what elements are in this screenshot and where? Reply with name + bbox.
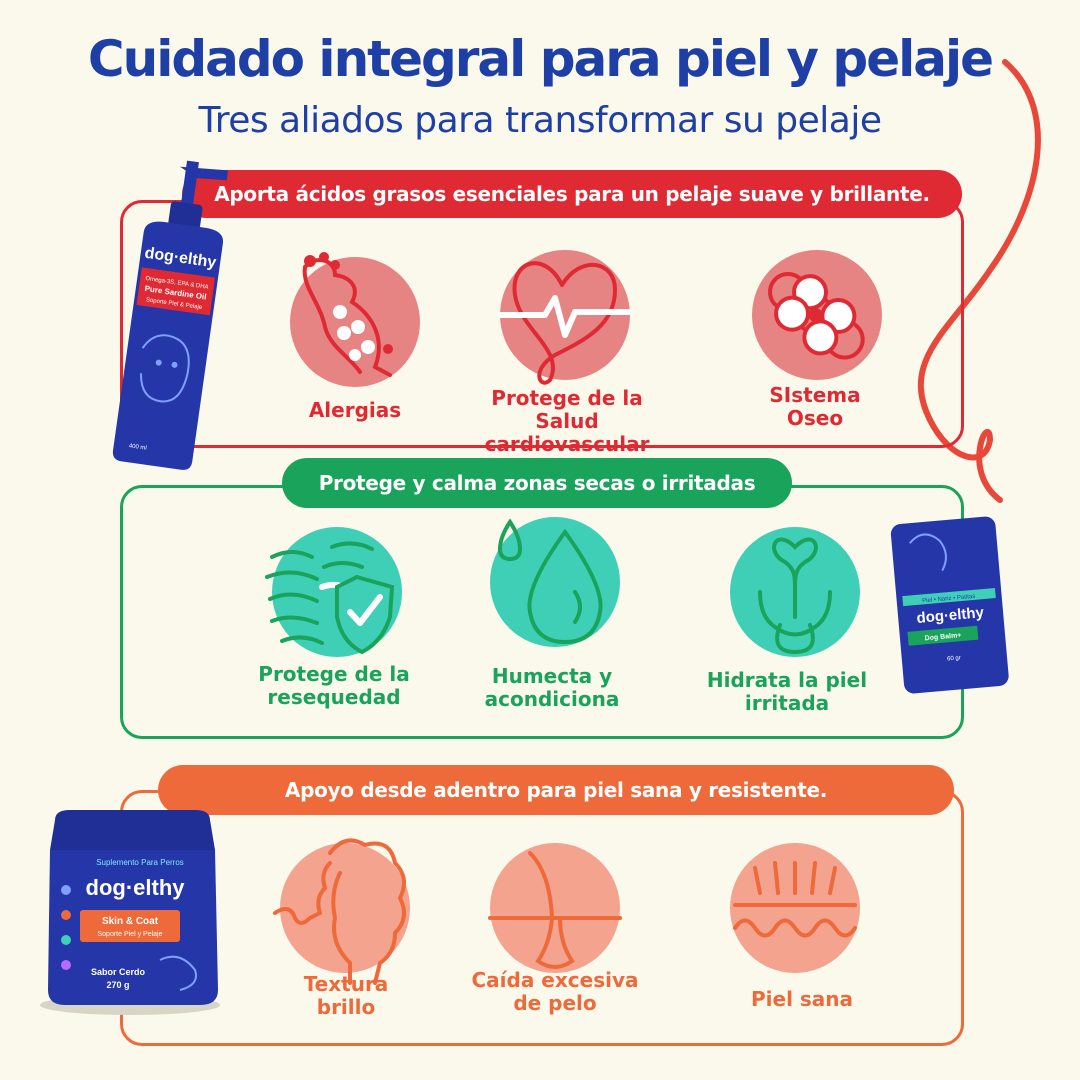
jar-line2: Soporte Piel y Pelaje [98, 931, 163, 938]
water-drops-icon [497, 518, 603, 645]
bone-icon-circle [752, 250, 882, 380]
benefit-label-cardio: Protege de la Salud cardiovascular [484, 386, 650, 456]
dog-balm-stick: Piel • Nariz • Patitas dog·elthy Dog Bal… [890, 516, 1009, 694]
oil-size: 400 ml [128, 443, 147, 451]
allergy-icon-circle [290, 252, 420, 387]
shield-icon-circle [265, 527, 402, 657]
section-protect-banner: Protege y calma zonas secas o irritadas [282, 458, 792, 508]
benefit-label-bone: SIstema Oseo [769, 383, 861, 430]
balm-line2: Dog Balm+ [924, 632, 961, 642]
balm-size: 60 gr [947, 655, 961, 662]
hair-follicle-icon [488, 851, 622, 969]
paw-allergy-icon [302, 252, 393, 377]
poodle-texture-icon [273, 838, 406, 985]
bone-joint-icon [768, 271, 865, 360]
page-subtitle: Tres aliados para transformar su pelaje [198, 100, 883, 141]
sardine-oil-bottle: dog·elthy Omega-3S, EPA & DHA Pure Sardi… [112, 160, 229, 470]
drops-icon-circle [490, 517, 620, 647]
healthy-skin-icon [733, 861, 857, 938]
jar-flavor: Sabor Cerdo [91, 967, 146, 977]
benefit-label-texture: Textura brillo [303, 972, 389, 1019]
skin-coat-jar: Suplemento Para Perros dog·elthy Skin & … [40, 810, 220, 1015]
follicle-icon-circle [488, 843, 622, 973]
irritated-icon-circle [730, 527, 860, 657]
section-inside-banner: Apoyo desde adentro para piel sana y res… [158, 765, 954, 815]
balm-line1: Piel • Nariz • Patitas [922, 594, 976, 605]
heart-icon-circle [497, 250, 633, 385]
jar-brand: dog·elthy [86, 875, 186, 900]
benefit-label-moisturize: Humecta y acondiciona [484, 664, 620, 711]
irritated-skin-icon [758, 537, 832, 655]
benefit-label-allergies: Alergias [308, 398, 402, 422]
jar-tag: Suplemento Para Perros [96, 858, 184, 867]
benefit-label-dryness: Protege de la resequedad [258, 662, 410, 709]
jar-weight: 270 g [106, 980, 129, 990]
texture-icon-circle [273, 838, 410, 985]
benefit-label-irritated: Hidrata la piel irritada [706, 668, 868, 715]
heart-pulse-icon [497, 261, 633, 385]
benefit-label-healthy-skin: Piel sana [750, 987, 854, 1011]
jar-line1: Skin & Coat [102, 916, 159, 927]
page-title: Cuidado integral para piel y pelaje [87, 30, 994, 88]
shield-skin-icon [265, 541, 395, 655]
healthy-skin-icon-circle [730, 843, 860, 973]
benefit-label-hair-loss: Caída excesiva de pelo [471, 968, 639, 1015]
section-fatty-acids-banner: Aporta ácidos grasos esenciales para un … [182, 170, 962, 218]
balm-brand: dog·elthy [916, 604, 985, 627]
